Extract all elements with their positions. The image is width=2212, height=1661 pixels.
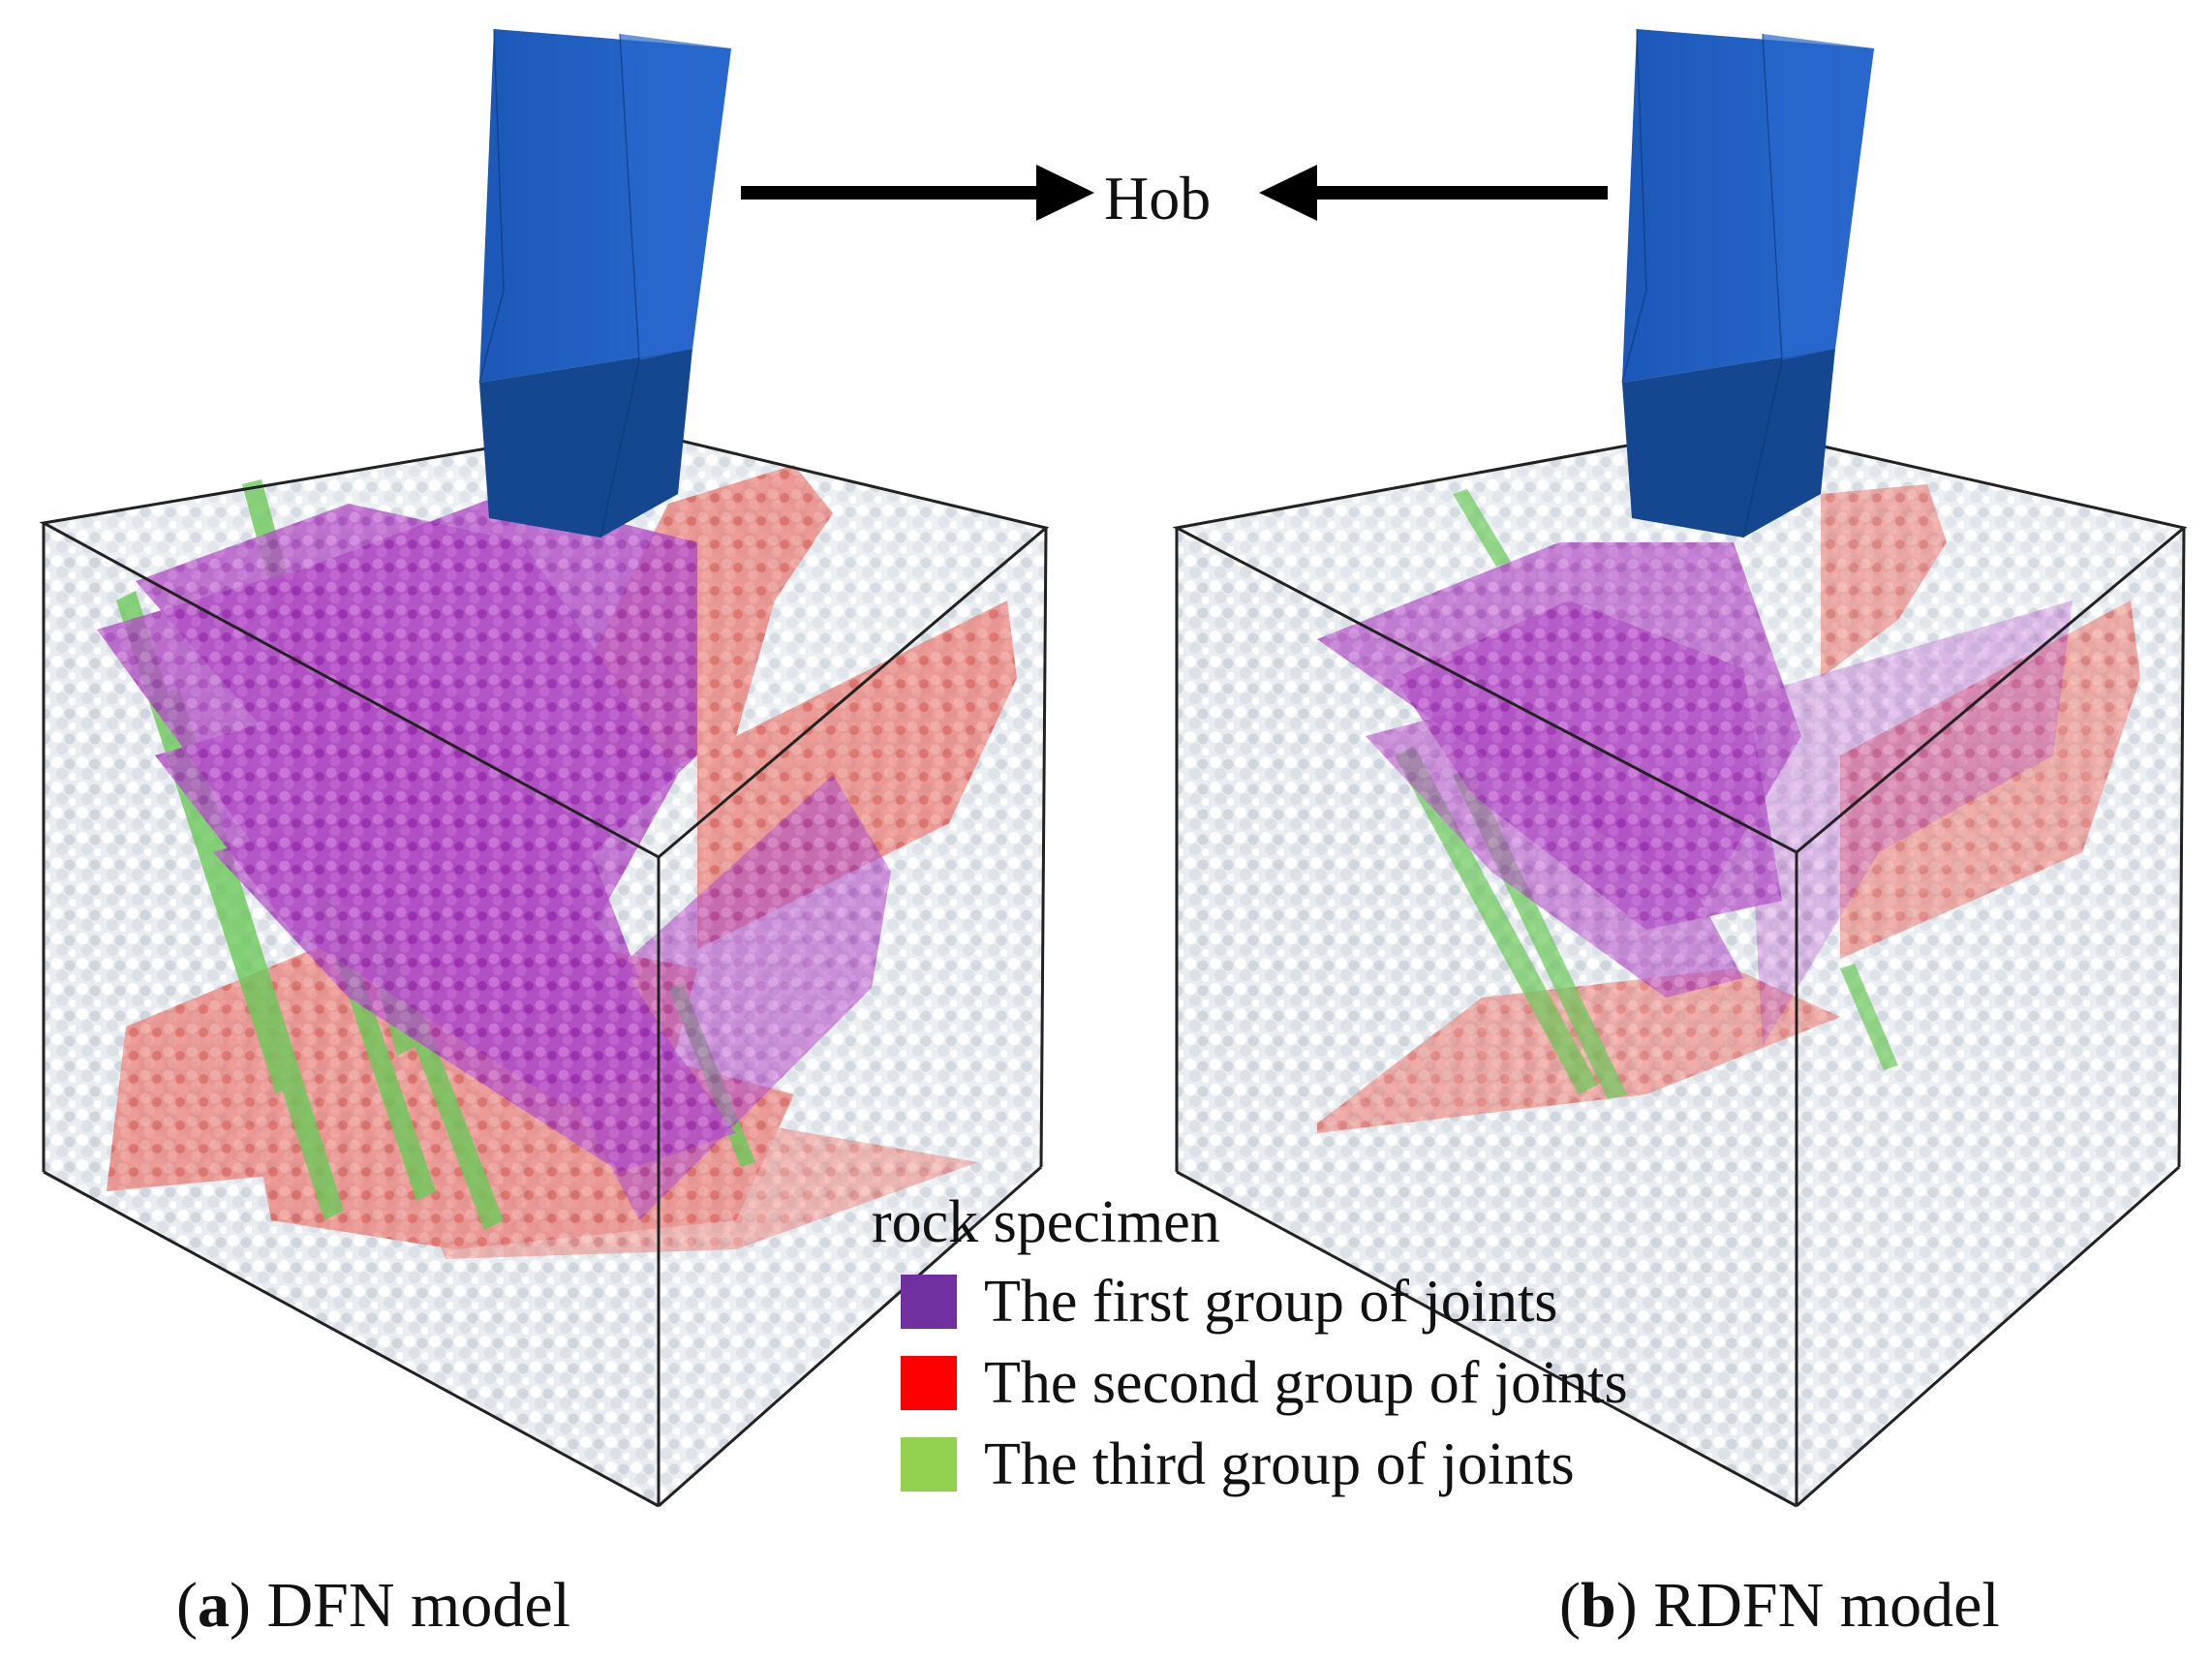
specimen-outline bbox=[1172, 424, 2188, 1508]
legend-item-first: The first group of joints bbox=[872, 1261, 1821, 1342]
caption-text: DFN model bbox=[250, 1570, 570, 1641]
joint-group-first bbox=[97, 494, 891, 1220]
rdfn-model bbox=[1172, 28, 2188, 1508]
arrow-left-icon bbox=[1259, 165, 1608, 221]
legend-swatch-green bbox=[901, 1437, 957, 1492]
caption-rdfn-model: (b) RDFN model bbox=[1559, 1570, 2000, 1641]
legend-title: rock specimen bbox=[872, 1189, 1220, 1255]
legend-swatch-purple bbox=[901, 1275, 957, 1329]
hob-tool-right bbox=[1621, 28, 1874, 538]
caption-text: RDFN model bbox=[1637, 1570, 2000, 1641]
legend-label: The third group of joints bbox=[984, 1430, 1575, 1497]
hob-tool-left bbox=[478, 28, 731, 538]
hob-label: Hob bbox=[1104, 164, 1212, 232]
joint-group-first bbox=[1317, 542, 2073, 1046]
caption-letter: b bbox=[1580, 1570, 1616, 1641]
legend: rock specimen The first group of joints … bbox=[872, 1184, 1821, 1505]
legend-label: The second group of joints bbox=[984, 1349, 1628, 1416]
caption-letter: a bbox=[197, 1570, 230, 1641]
arrow-right-icon bbox=[741, 165, 1094, 221]
legend-label: The first group of joints bbox=[984, 1268, 1558, 1335]
caption-dfn-model: (a) DFN model bbox=[176, 1570, 570, 1641]
legend-item-second: The second group of joints bbox=[872, 1342, 1821, 1424]
dfn-model bbox=[39, 28, 1050, 1508]
legend-swatch-red bbox=[901, 1356, 957, 1410]
legend-item-third: The third group of joints bbox=[872, 1424, 1821, 1505]
specimen-outline bbox=[39, 424, 1050, 1508]
